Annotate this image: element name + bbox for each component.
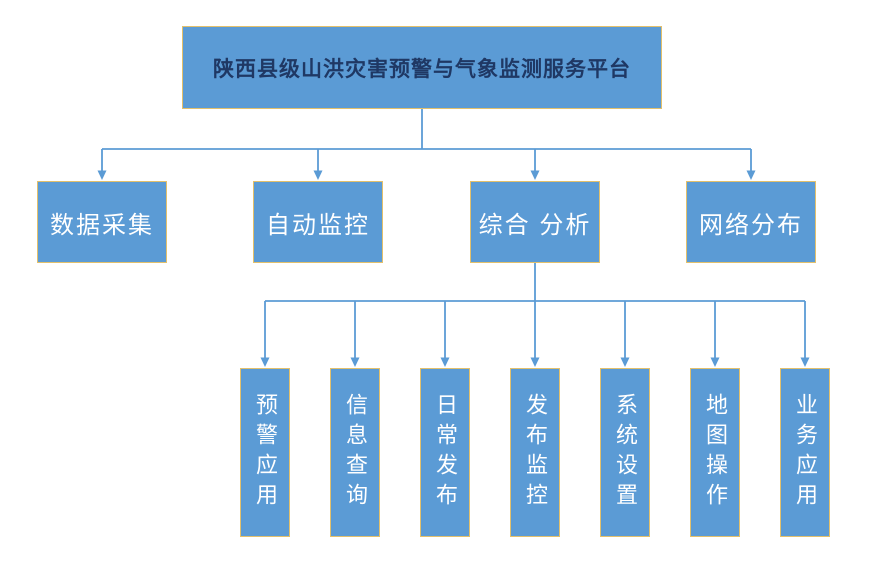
node-data-collection: 数据采集 — [37, 181, 167, 263]
arrow-down-icon — [440, 357, 450, 367]
node-label: 业务应用 — [793, 392, 818, 513]
arrow-down-icon — [260, 357, 270, 367]
arrow-down-icon — [620, 357, 630, 367]
node-network-distribution: 网络分布 — [686, 181, 816, 263]
node-label: 综合 分析 — [478, 211, 592, 239]
node-daily-release: 日常发布 — [420, 368, 470, 537]
node-business-application: 业务应用 — [780, 368, 830, 537]
node-comprehensive-analysis: 综合 分析 — [470, 181, 600, 263]
node-label: 日常发布 — [433, 392, 458, 513]
node-warning-application: 预警应用 — [240, 368, 290, 537]
node-map-operations: 地图操作 — [690, 368, 740, 537]
arrow-down-icon — [530, 170, 540, 180]
node-auto-monitoring: 自动监控 — [253, 181, 383, 263]
node-label: 地图操作 — [703, 392, 728, 513]
node-label: 发布监控 — [523, 392, 548, 513]
arrow-down-icon — [97, 170, 107, 180]
node-label: 网络分布 — [699, 211, 803, 239]
node-label: 预警应用 — [253, 392, 278, 513]
node-platform-title: 陕西县级山洪灾害预警与气象监测服务平台 — [182, 26, 662, 109]
arrow-down-icon — [710, 357, 720, 367]
arrow-down-icon — [746, 170, 756, 180]
node-label: 信息查询 — [343, 392, 368, 513]
arrow-down-icon — [800, 357, 810, 367]
arrow-down-icon — [530, 357, 540, 367]
node-release-monitoring: 发布监控 — [510, 368, 560, 537]
node-label: 系统设置 — [613, 392, 638, 513]
node-label: 陕西县级山洪灾害预警与气象监测服务平台 — [213, 57, 631, 81]
node-system-settings: 系统设置 — [600, 368, 650, 537]
arrow-down-icon — [350, 357, 360, 367]
node-label: 数据采集 — [50, 211, 154, 239]
node-label: 自动监控 — [266, 211, 370, 239]
node-information-query: 信息查询 — [330, 368, 380, 537]
arrow-down-icon — [313, 170, 323, 180]
